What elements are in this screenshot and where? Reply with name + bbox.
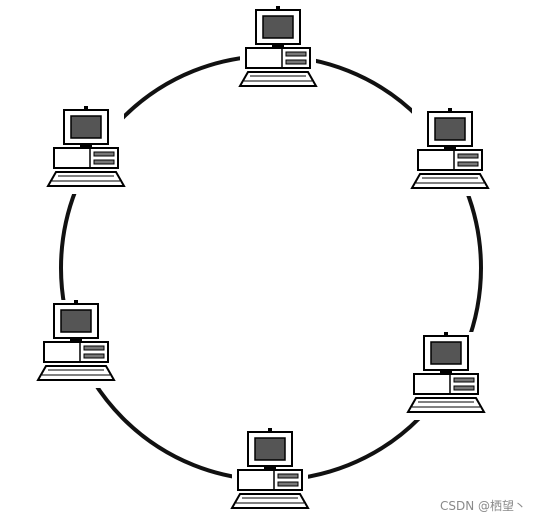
computer-icon-lower-right bbox=[407, 331, 485, 421]
computer-icon-upper-left bbox=[47, 105, 125, 195]
computer-icon-upper-right bbox=[411, 107, 489, 197]
watermark: CSDN @栖望丶 bbox=[439, 499, 526, 513]
computer-icon-lower-left bbox=[37, 299, 115, 389]
computer-icon-bottom bbox=[231, 427, 309, 517]
computer-icon-top bbox=[239, 5, 317, 95]
